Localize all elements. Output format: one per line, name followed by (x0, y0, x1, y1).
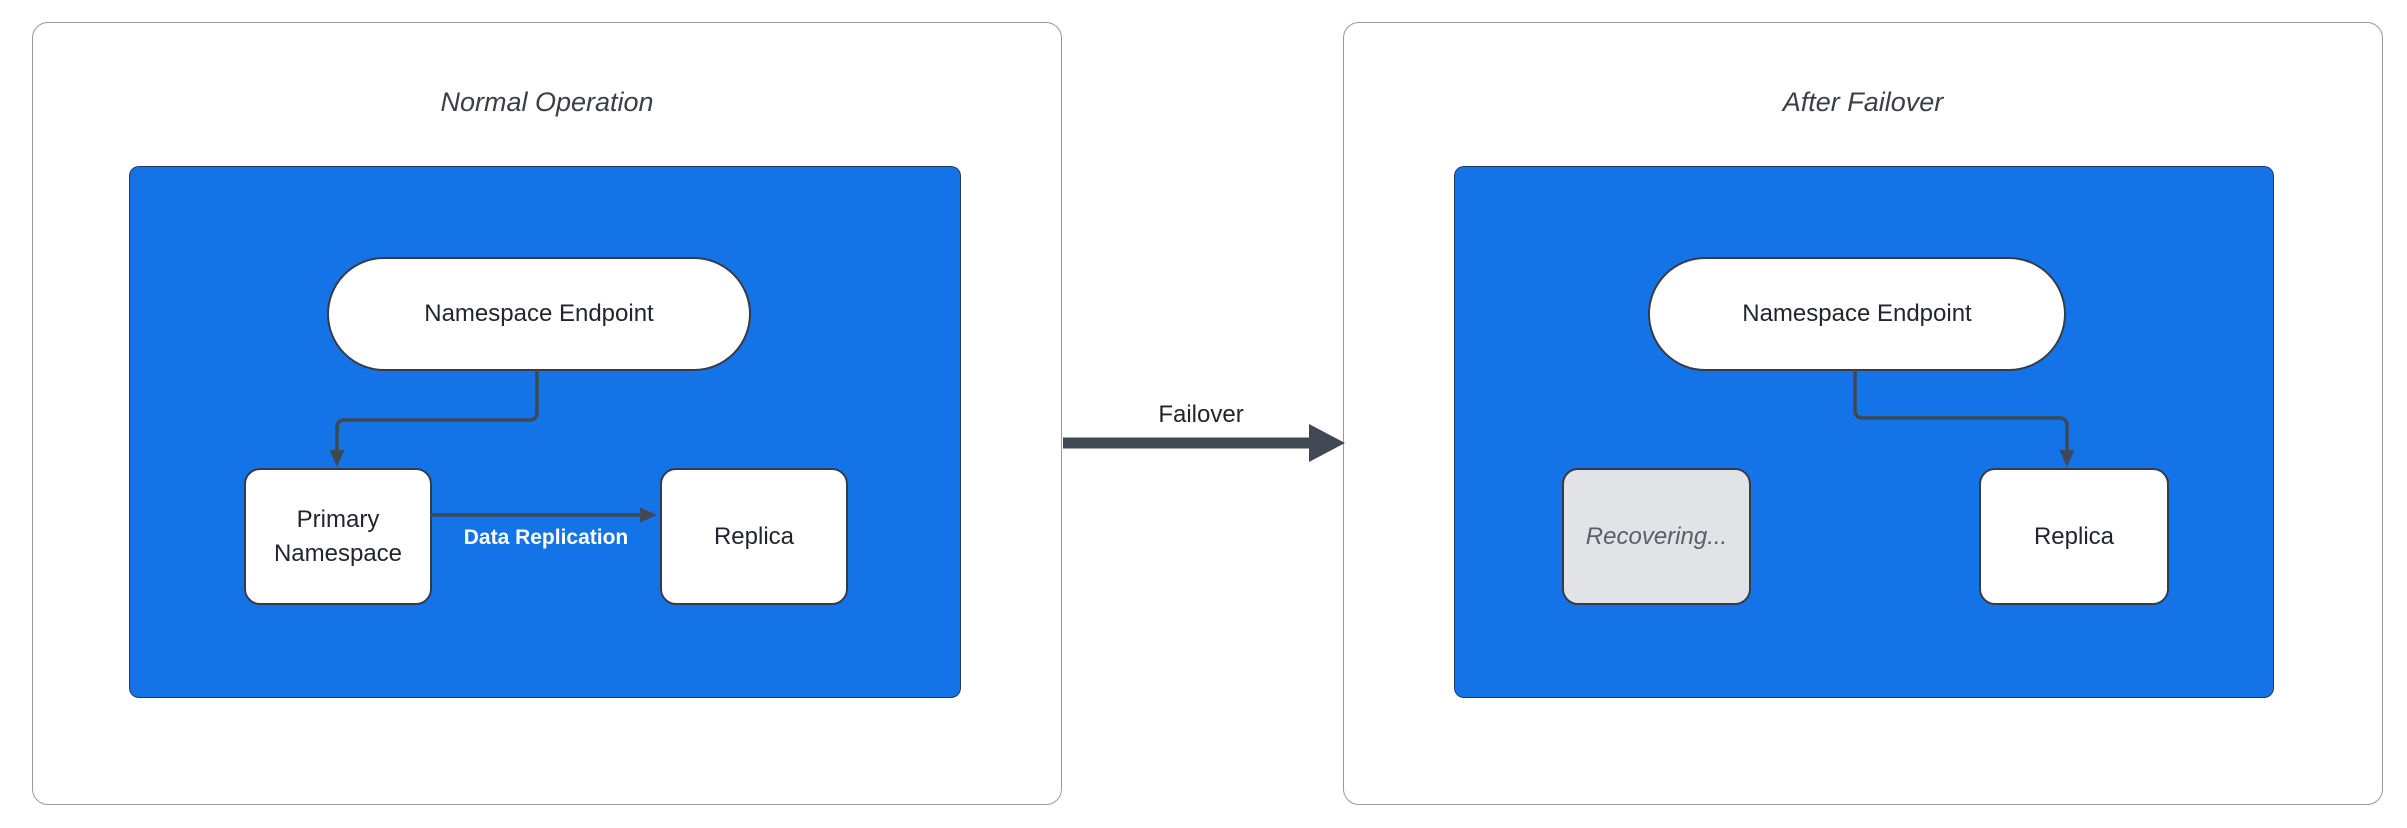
node-primary-namespace: Primary Namespace (244, 468, 432, 605)
failover-arrow-label: Failover (1158, 401, 1244, 428)
panel-normal-operation: Normal Operation Namespace Endpoint Prim… (32, 22, 1062, 805)
cluster-after-failover (1454, 166, 2274, 698)
panel-title-after-failover: After Failover (1782, 87, 1944, 117)
node-replica-failover: Replica (1979, 468, 2169, 605)
panel-title-normal-operation: Normal Operation (440, 87, 654, 117)
panel-after-failover: After Failover Namespace Endpoint Recove… (1343, 22, 2383, 805)
edge-label-data-replication: Data Replication (456, 523, 636, 553)
node-namespace-endpoint-failover: Namespace Endpoint (1648, 257, 2066, 371)
failover-arrow (1063, 424, 1345, 462)
cluster-normal-operation (129, 166, 961, 698)
node-replica: Replica (660, 468, 848, 605)
node-namespace-endpoint: Namespace Endpoint (327, 257, 751, 371)
arrowhead-right-icon (1309, 424, 1345, 462)
node-recovering: Recovering... (1562, 468, 1751, 605)
